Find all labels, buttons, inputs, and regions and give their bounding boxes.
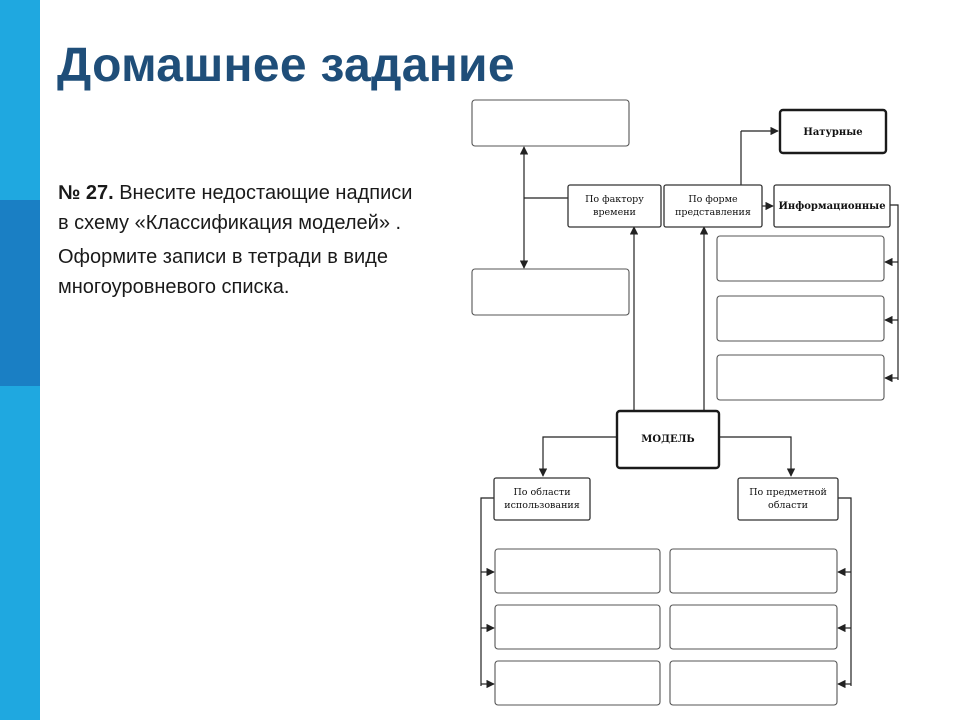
svg-text:Натурные: Натурные xyxy=(803,127,862,138)
empty-box-subject-1 xyxy=(669,548,838,594)
svg-text:По фактору: По фактору xyxy=(585,194,644,205)
empty-box-usage-2 xyxy=(494,604,661,650)
slide-title: Домашнее задание xyxy=(57,39,515,92)
svg-text:использования: использования xyxy=(504,500,579,511)
node-model: МОДЕЛЬ xyxy=(615,409,721,470)
empty-box-time-bottom xyxy=(471,268,630,316)
svg-text:времени: времени xyxy=(593,207,636,218)
node-informational: Информационные xyxy=(773,184,891,228)
node-time-factor: По фактору времени xyxy=(567,184,662,228)
svg-text:По предметной: По предметной xyxy=(749,487,827,498)
empty-box-info-2 xyxy=(716,295,885,342)
svg-text:представления: представления xyxy=(675,207,751,218)
empty-box-info-3 xyxy=(716,354,885,401)
empty-box-time-top xyxy=(471,99,630,147)
empty-box-usage-3 xyxy=(494,660,661,706)
svg-text:МОДЕЛЬ: МОДЕЛЬ xyxy=(641,434,694,445)
task-text-block: № 27. Внесите недостающие надписи в схем… xyxy=(58,178,428,302)
empty-box-subject-2 xyxy=(669,604,838,650)
diagram-connectors xyxy=(480,126,899,689)
empty-box-usage-1 xyxy=(494,548,661,594)
task-paragraph-2: Оформите записи в тетради в виде многоур… xyxy=(58,246,388,298)
task-paragraph-1: № 27. Внесите недостающие надписи в схем… xyxy=(58,178,428,238)
left-accent-bar-dark xyxy=(0,200,40,386)
svg-text:Информационные: Информационные xyxy=(778,201,885,212)
svg-text:области: области xyxy=(768,500,808,511)
svg-text:По форме: По форме xyxy=(688,194,738,205)
task-number: № 27. xyxy=(58,182,114,204)
node-form: По форме представления xyxy=(663,184,763,228)
node-subject-area: По предметной области xyxy=(737,477,839,521)
node-usage-area: По области использования xyxy=(493,477,591,521)
node-natural: Натурные xyxy=(778,108,888,155)
svg-text:По области: По области xyxy=(513,487,570,498)
empty-box-info-1 xyxy=(716,235,885,282)
task-instruction: Внесите недостающие надписи в схему «Кла… xyxy=(58,182,413,234)
empty-box-subject-3 xyxy=(669,660,838,706)
